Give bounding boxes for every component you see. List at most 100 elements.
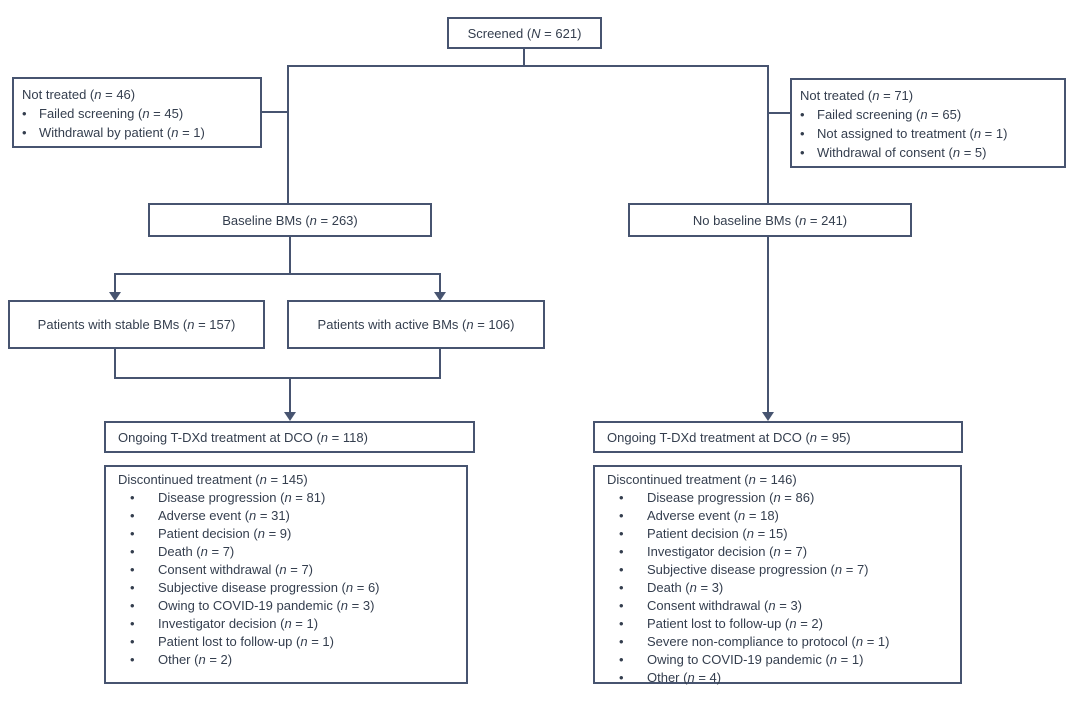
- bullet-icon: •: [130, 562, 135, 577]
- list-item-text: Adverse event (n = 31): [158, 508, 290, 523]
- list-item: • Patient lost to follow-up (n = 2): [607, 615, 948, 633]
- bullet-icon: •: [619, 508, 624, 523]
- list-item: • Investigator decision (n = 7): [607, 543, 948, 561]
- flow-line-stable-down: [114, 349, 116, 379]
- flow-line-left-branch: [287, 65, 289, 203]
- arrowhead-ongoing-left: [284, 412, 296, 421]
- list-item-text: Not assigned to treatment (n = 1): [817, 126, 1008, 141]
- list-item-text: Failed screening (n = 45): [39, 106, 184, 121]
- list-item-text: Disease progression (n = 86): [647, 490, 815, 505]
- flow-line-active-stem: [439, 273, 441, 293]
- screened-box: Screened (N = 621): [447, 17, 602, 49]
- bullet-icon: •: [22, 106, 27, 121]
- list-item: • Withdrawal by patient (n = 1): [22, 123, 252, 142]
- list-item: • Patient decision (n = 9): [118, 525, 454, 543]
- bullet-icon: •: [619, 562, 624, 577]
- list-item: • Failed screening (n = 65): [800, 105, 1056, 124]
- bullet-icon: •: [619, 634, 624, 649]
- bullet-icon: •: [130, 544, 135, 559]
- bullet-icon: •: [130, 580, 135, 595]
- list-item: • Consent withdrawal (n = 7): [118, 561, 454, 579]
- bullet-icon: •: [619, 526, 624, 541]
- box-title: Not treated (n = 46): [22, 87, 136, 102]
- discontinued-right-list: • Disease progression (n = 86) • Adverse…: [607, 489, 948, 687]
- list-item: • Subjective disease progression (n = 6): [118, 579, 454, 597]
- no-baseline-bms-box: No baseline BMs (n = 241): [628, 203, 912, 237]
- list-item: • Owing to COVID-19 pandemic (n = 1): [607, 651, 948, 669]
- bullet-icon: •: [619, 616, 624, 631]
- list-item-text: Death (n = 7): [158, 544, 235, 559]
- discontinued-right-box: Discontinued treatment (n = 146) • Disea…: [593, 465, 962, 687]
- bullet-icon: •: [130, 508, 135, 523]
- list-item: • Disease progression (n = 86): [607, 489, 948, 507]
- list-item: • Adverse event (n = 31): [118, 507, 454, 525]
- list-item: • Adverse event (n = 18): [607, 507, 948, 525]
- flow-line-right-branch: [767, 65, 769, 203]
- list-item-text: Adverse event (n = 18): [647, 508, 779, 523]
- list-item-text: Patient decision (n = 15): [647, 526, 788, 541]
- bullet-icon: •: [130, 598, 135, 613]
- flow-line-bms-split: [114, 273, 441, 275]
- list-item-text: Investigator decision (n = 7): [647, 544, 808, 559]
- no-baseline-bms-label: No baseline BMs (n = 241): [692, 212, 848, 228]
- stable-bms-label: Patients with stable BMs (n = 157): [37, 317, 236, 332]
- discontinued-left-list: • Disease progression (n = 81) • Adverse…: [118, 489, 454, 669]
- list-item-text: Patient decision (n = 9): [158, 526, 292, 541]
- bullet-icon: •: [619, 670, 624, 685]
- bullet-icon: •: [800, 145, 805, 160]
- list-item: • Other (n = 4): [607, 669, 948, 687]
- list-item: • Owing to COVID-19 pandemic (n = 3): [118, 597, 454, 615]
- bullet-icon: •: [130, 616, 135, 631]
- bullet-icon: •: [619, 598, 624, 613]
- bullet-icon: •: [22, 125, 27, 140]
- list-item: • Disease progression (n = 81): [118, 489, 454, 507]
- list-item-text: Patient lost to follow-up (n = 1): [158, 634, 334, 649]
- flow-line-ongoing-right-stem: [767, 237, 769, 413]
- discontinued-left-box: Discontinued treatment (n = 145) • Disea…: [104, 465, 468, 684]
- list-item: • Not assigned to treatment (n = 1): [800, 124, 1056, 143]
- bullet-icon: •: [619, 652, 624, 667]
- stable-bms-box: Patients with stable BMs (n = 157): [8, 300, 265, 349]
- active-bms-box: Patients with active BMs (n = 106): [287, 300, 545, 349]
- ongoing-treatment-right-box: Ongoing T-DXd treatment at DCO (n = 95): [593, 421, 963, 453]
- active-bms-label: Patients with active BMs (n = 106): [317, 317, 515, 332]
- flow-line-top-split: [287, 65, 769, 67]
- list-item-text: Disease progression (n = 81): [158, 490, 326, 505]
- not-treated-right-list: • Failed screening (n = 65) • Not assign…: [800, 105, 1056, 162]
- list-item-text: Investigator decision (n = 1): [158, 616, 319, 631]
- list-item: • Failed screening (n = 45): [22, 104, 252, 123]
- box-title: Discontinued treatment (n = 146): [607, 472, 797, 487]
- list-item-text: Withdrawal by patient (n = 1): [39, 125, 205, 140]
- list-item: • Investigator decision (n = 1): [118, 615, 454, 633]
- list-item-text: Other (n = 4): [647, 670, 722, 685]
- ongoing-treatment-right-label: Ongoing T-DXd treatment at DCO (n = 95): [607, 429, 851, 445]
- list-item: • Withdrawal of consent (n = 5): [800, 143, 1056, 162]
- bullet-icon: •: [619, 544, 624, 559]
- not-treated-left-box: Not treated (n = 46) • Failed screening …: [12, 77, 262, 148]
- flow-line-ongoing-left-stem: [289, 377, 291, 413]
- bullet-icon: •: [130, 526, 135, 541]
- list-item: • Death (n = 3): [607, 579, 948, 597]
- not-treated-right-box: Not treated (n = 71) • Failed screening …: [790, 78, 1066, 168]
- flow-line-not-treated-right: [767, 112, 791, 114]
- bullet-icon: •: [130, 490, 135, 505]
- flow-line-stable-stem: [114, 273, 116, 293]
- arrowhead-ongoing-right: [762, 412, 774, 421]
- screened-label: Screened (N = 621): [467, 25, 582, 41]
- flow-line-join: [114, 377, 441, 379]
- list-item-text: Subjective disease progression (n = 7): [647, 562, 869, 577]
- bullet-icon: •: [800, 107, 805, 122]
- list-item-text: Other (n = 2): [158, 652, 233, 667]
- bullet-icon: •: [800, 126, 805, 141]
- list-item: • Other (n = 2): [118, 651, 454, 669]
- list-item-text: Withdrawal of consent (n = 5): [817, 145, 987, 160]
- list-item: • Subjective disease progression (n = 7): [607, 561, 948, 579]
- list-item-text: Consent withdrawal (n = 7): [158, 562, 313, 577]
- list-item-text: Consent withdrawal (n = 3): [647, 598, 802, 613]
- list-item-text: Subjective disease progression (n = 6): [158, 580, 380, 595]
- ongoing-treatment-left-box: Ongoing T-DXd treatment at DCO (n = 118): [104, 421, 475, 453]
- list-item: • Patient decision (n = 15): [607, 525, 948, 543]
- bullet-icon: •: [619, 490, 624, 505]
- bullet-icon: •: [130, 634, 135, 649]
